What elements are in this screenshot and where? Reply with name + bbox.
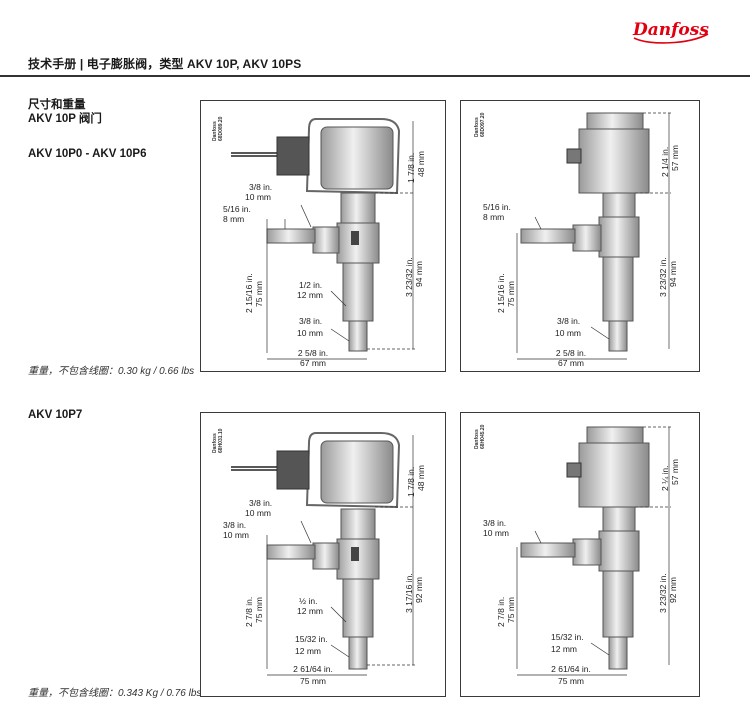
dim-a-mm: 10 mm bbox=[245, 192, 271, 202]
drawing-code: 68H045.20 bbox=[480, 424, 486, 449]
section-title-line1: 尺寸和重量 bbox=[28, 99, 86, 111]
valve-drawing bbox=[516, 112, 671, 360]
dim-b-mm: 8 mm bbox=[223, 214, 245, 224]
dim-top-mm: 57 mm bbox=[670, 145, 680, 171]
dim-left-in: 2 15/16 in. bbox=[244, 273, 254, 313]
dim-top-mm: 48 mm bbox=[416, 151, 426, 177]
dim-b-mm: 10 mm bbox=[483, 528, 509, 538]
weight-note-1: 重量，不包含线圈：0.30 kg / 0.66 lbs bbox=[28, 366, 195, 377]
drawing-code: 68H031.10 bbox=[218, 428, 224, 453]
dim-c-in: 1/2 in. bbox=[299, 280, 323, 290]
dim-top-in: 2 ¼ in. bbox=[660, 465, 670, 491]
dim-c-mm: 12 mm bbox=[297, 606, 323, 616]
drawing-panel-akv10p7-front: Danfoss 68H031.10 1 7/8 in. 48 mm 3/8 in… bbox=[200, 412, 446, 697]
dim-a-in: 3/8 in. bbox=[249, 498, 273, 508]
dim-top-in: 1 7/8 in. bbox=[406, 466, 416, 497]
valve-drawing bbox=[516, 426, 671, 676]
dim-bottom-mm: 75 mm bbox=[300, 676, 326, 686]
section-title-line2: AKV 10P 阀门 bbox=[28, 113, 102, 125]
dim-left-in: 2 7/8 in. bbox=[496, 596, 506, 627]
dim-a-mm: 10 mm bbox=[245, 508, 271, 518]
dim-left-mm: 75 mm bbox=[254, 281, 264, 307]
dim-left-in: 2 15/16 in. bbox=[496, 273, 506, 313]
dim-left-mm: 75 mm bbox=[506, 281, 516, 307]
dim-b-in: 5/16 in. bbox=[223, 204, 251, 214]
section-subtitle: AKV 10P0 - AKV 10P6 bbox=[28, 148, 147, 160]
danfoss-logo: Danfoss bbox=[632, 20, 709, 44]
dim-bottom-in: 2 61/64 in. bbox=[293, 664, 333, 674]
drawing-panel-akv10p7-side: Danfoss 68H045.20 2 ¼ in. 57 mm 3/8 in. … bbox=[460, 412, 700, 697]
weight-note-2: 重量，不包含线圈：0.343 Kg / 0.76 lbs bbox=[28, 688, 202, 699]
dim-left-in: 2 7/8 in. bbox=[244, 596, 254, 627]
dim-b-in: 5/16 in. bbox=[483, 202, 511, 212]
dim-bottom-mm: 75 mm bbox=[558, 676, 584, 686]
drawing-panel-akv10p0-side: Danfoss 68D097.20 2 1/4 in. 57 mm 5/16 i… bbox=[460, 100, 700, 372]
dim-a-in: 3/8 in. bbox=[249, 182, 273, 192]
dim-right-in: 3 23/32 in. bbox=[658, 257, 668, 297]
dim-top-mm: 48 mm bbox=[416, 465, 426, 491]
dim-top-mm: 57 mm bbox=[670, 459, 680, 485]
drawing-panel-akv10p0-front: Danfoss 68D089.20 1 7/8 in. 48 mm 3/8 in… bbox=[200, 100, 446, 372]
dim-right-mm: 92 mm bbox=[414, 577, 424, 603]
dim-d-mm: 10 mm bbox=[555, 328, 581, 338]
dim-right-mm: 94 mm bbox=[414, 261, 424, 287]
dim-top-in: 2 1/4 in. bbox=[660, 146, 670, 177]
section-title: 尺寸和重量 AKV 10P 阀门 bbox=[28, 98, 102, 126]
dim-top-in: 1 7/8 in. bbox=[406, 152, 416, 183]
dim-b-mm: 8 mm bbox=[483, 212, 505, 222]
dim-right-in: 3 23/32 in. bbox=[658, 573, 668, 613]
dim-bottom-mm: 67 mm bbox=[558, 358, 584, 368]
dim-d-mm: 12 mm bbox=[551, 644, 577, 654]
dim-bottom-in: 2 61/64 in. bbox=[551, 664, 591, 674]
dim-bottom-in: 2 5/8 in. bbox=[555, 348, 587, 358]
dim-right-in: 3 17/16 in. bbox=[404, 573, 414, 613]
valve-drawing bbox=[231, 432, 415, 676]
dim-b-in: 3/8 in. bbox=[223, 520, 247, 530]
header-divider bbox=[0, 75, 750, 77]
dim-d-in: 3/8 in. bbox=[299, 316, 323, 326]
dim-right-mm: 94 mm bbox=[668, 261, 678, 287]
dim-c-mm: 12 mm bbox=[297, 290, 323, 300]
drawing-code: 68D097.20 bbox=[480, 112, 486, 137]
dim-b-in: 3/8 in. bbox=[483, 518, 507, 528]
dim-d-mm: 12 mm bbox=[295, 646, 321, 656]
dim-d-in: 3/8 in. bbox=[557, 316, 581, 326]
dim-c-in: ½ in. bbox=[299, 596, 318, 606]
page-title: 技术手册 | 电子膨胀阀，类型 AKV 10P, AKV 10PS bbox=[28, 57, 302, 71]
dim-d-mm: 10 mm bbox=[297, 328, 323, 338]
dim-left-mm: 75 mm bbox=[506, 597, 516, 623]
dim-right-mm: 92 mm bbox=[668, 577, 678, 603]
valve-drawing bbox=[231, 118, 415, 360]
drawing-code: 68D089.20 bbox=[218, 116, 224, 141]
dim-d-in: 15/32 in. bbox=[551, 632, 584, 642]
dim-b-mm: 10 mm bbox=[223, 530, 249, 540]
dim-d-in: 15/32 in. bbox=[295, 634, 328, 644]
dim-bottom-in: 2 5/8 in. bbox=[297, 348, 329, 358]
dim-bottom-mm: 67 mm bbox=[300, 358, 326, 368]
logo-text: Danfoss bbox=[632, 20, 709, 40]
dim-left-mm: 75 mm bbox=[254, 597, 264, 623]
section2-title: AKV 10P7 bbox=[28, 409, 83, 421]
dim-right-in: 3 23/32 in. bbox=[404, 257, 414, 297]
